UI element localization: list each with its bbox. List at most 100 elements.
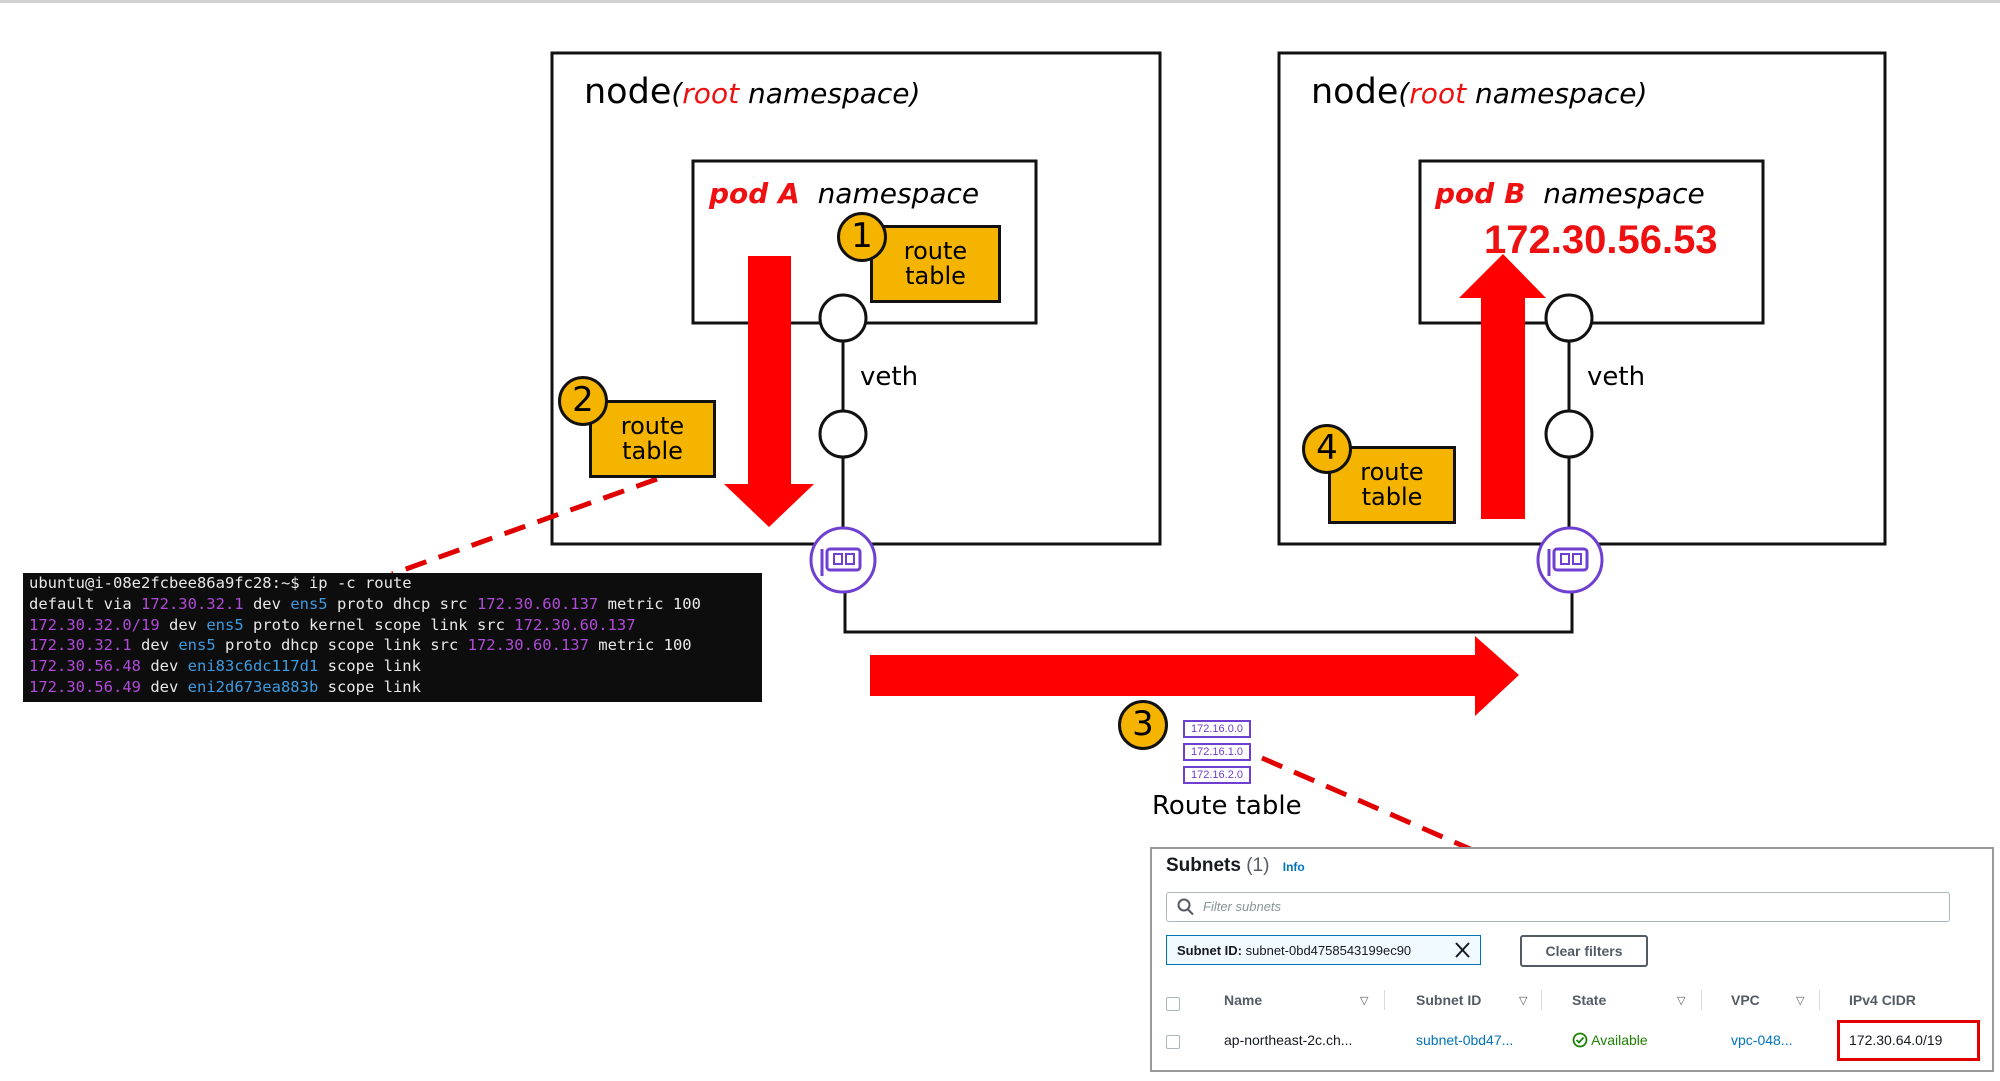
row-ipv4-cidr: 172.30.64.0/19: [1849, 1032, 1943, 1048]
step-1-badge: 1: [837, 212, 887, 262]
terminal-line: 172.30.32.1 dev ens5 proto dhcp scope li…: [29, 635, 762, 656]
col-divider: [1384, 990, 1385, 1010]
pod-b-name: pod B: [1435, 177, 1526, 210]
row-state: Available: [1572, 1032, 1648, 1048]
left-node-title: node(root namespace): [584, 72, 920, 112]
left-node-ns-open: (: [671, 77, 683, 110]
pod-a-title: pod A namespace: [709, 177, 979, 210]
terminal-segment: dev: [140, 657, 188, 676]
left-veth-bottom-circle: [818, 409, 868, 459]
step-2-badge: 2: [558, 376, 608, 426]
left-veth-label: veth: [860, 362, 919, 392]
check-circle-icon: [1572, 1032, 1588, 1048]
terminal-segment: dev: [140, 677, 188, 696]
step-1-line1: route: [903, 237, 968, 265]
select-all-checkbox[interactable]: [1166, 997, 1180, 1011]
terminal-segment: ubuntu@i-08e2fcbee86a9fc28:~$ ip -c rout…: [29, 574, 412, 592]
row-state-text: Available: [1591, 1032, 1648, 1048]
left-node-ns-root: root: [682, 77, 740, 110]
sort-vpc-icon[interactable]: ▽: [1796, 995, 1805, 1007]
row-name: ap-northeast-2c.ch...: [1224, 1032, 1353, 1048]
terminal-segment: 172.30.32.1: [29, 636, 132, 655]
terminal-line: 172.30.32.0/19 dev ens5 proto kernel sco…: [29, 615, 762, 636]
sort-name-icon[interactable]: ▽: [1360, 995, 1369, 1007]
left-node-label: node: [584, 72, 672, 112]
terminal-segment: scope link: [318, 657, 421, 676]
terminal-line: 172.30.56.48 dev eni83c6dc117d1 scope li…: [29, 656, 762, 677]
col-divider: [1701, 990, 1702, 1010]
pod-a-name: pod A: [709, 177, 800, 210]
terminal-segment: metric 100: [588, 636, 692, 655]
pod-a-namespace: namespace: [817, 177, 980, 210]
terminal-segment: 172.30.32.0/19: [29, 615, 160, 634]
left-node-ns-rest: namespace): [739, 77, 921, 110]
route-entry-3: 172.16.2.0: [1183, 766, 1251, 784]
terminal-segment: 172.30.56.48: [29, 657, 141, 676]
terminal-segment: ens5: [290, 594, 328, 613]
col-divider: [1819, 990, 1820, 1010]
terminal-segment: default via: [29, 594, 141, 613]
step-1-line2: table: [905, 262, 966, 290]
sort-state-icon[interactable]: ▽: [1677, 995, 1686, 1007]
terminal-segment: proto dhcp scope link src: [215, 636, 468, 655]
terminal-output: ubuntu@i-08e2fcbee86a9fc28:~$ ip -c rout…: [23, 573, 762, 702]
terminal-segment: eni2d673ea883b: [187, 677, 319, 696]
terminal-segment: dev: [159, 615, 207, 634]
terminal-segment: scope link: [318, 677, 421, 696]
row-subnet-id-link[interactable]: subnet-0bd47...: [1416, 1032, 1514, 1048]
terminal-line: ubuntu@i-08e2fcbee86a9fc28:~$ ip -c rout…: [29, 573, 762, 594]
row-checkbox[interactable]: [1166, 1035, 1180, 1049]
node-link-wire: [843, 590, 1574, 634]
right-arrow: [870, 636, 1519, 716]
clear-filters-button[interactable]: Clear filters: [1520, 935, 1648, 967]
route-entry-2: 172.16.1.0: [1183, 743, 1251, 761]
step-4-badge: 4: [1302, 424, 1352, 474]
step-2-line2: table: [622, 437, 683, 465]
terminal-segment: 172.30.60.137: [467, 636, 589, 655]
step-3-badge: 3: [1118, 700, 1168, 750]
terminal-segment: proto dhcp src: [327, 594, 477, 613]
step-4-line2: table: [1361, 483, 1423, 511]
col-name[interactable]: Name: [1224, 992, 1263, 1008]
step-4-line1: route: [1360, 458, 1424, 486]
pod-b-namespace: namespace: [1543, 177, 1705, 210]
terminal-segment: 172.30.32.1: [140, 594, 244, 613]
row-vpc-link[interactable]: vpc-048...: [1731, 1032, 1793, 1048]
terminal-segment: metric 100: [598, 594, 701, 613]
col-ipv4-cidr[interactable]: IPv4 CIDR: [1849, 992, 1916, 1008]
right-veth-bottom-circle: [1544, 409, 1594, 459]
col-subnet-id[interactable]: Subnet ID: [1416, 992, 1482, 1008]
subnets-title: Subnets: [1166, 855, 1241, 876]
terminal-line: 172.30.56.49 dev eni2d673ea883b scope li…: [29, 677, 762, 698]
right-eni-icon: [1536, 526, 1604, 594]
filter-placeholder: Filter subnets: [1203, 899, 1282, 914]
top-border: [0, 0, 2000, 3]
token-value: subnet-0bd4758543199ec90: [1245, 943, 1412, 958]
cidr-highlight-box: [1837, 1020, 1980, 1061]
terminal-segment: 172.30.60.137: [514, 615, 636, 634]
subnets-heading: Subnets (1) Info: [1166, 855, 1305, 877]
terminal-segment: dev: [243, 594, 291, 613]
terminal-segment: ens5: [178, 636, 216, 655]
sort-subnet-id-icon[interactable]: ▽: [1519, 995, 1528, 1007]
right-node-ns-open: (: [1398, 77, 1410, 110]
info-link[interactable]: Info: [1282, 860, 1305, 874]
route-table-label: Route table: [1152, 791, 1302, 821]
col-divider: [1541, 990, 1542, 1010]
close-icon[interactable]: [1452, 938, 1474, 962]
col-vpc[interactable]: VPC: [1731, 992, 1760, 1008]
terminal-segment: dev: [131, 636, 179, 655]
terminal-segment: ens5: [206, 615, 244, 634]
right-node-ns-rest: namespace): [1466, 77, 1648, 110]
pod-b-ip: 172.30.56.53: [1484, 218, 1718, 262]
left-veth-top-circle: [818, 293, 868, 343]
search-icon: [1177, 898, 1194, 916]
terminal-segment: 172.30.60.137: [476, 594, 599, 613]
subnet-id-filter-token[interactable]: Subnet ID: subnet-0bd4758543199ec90: [1166, 935, 1481, 965]
route-entry-1: 172.16.0.0: [1183, 720, 1251, 738]
col-state[interactable]: State: [1572, 992, 1607, 1008]
terminal-segment: proto kernel scope link src: [243, 615, 515, 634]
filter-subnets-input[interactable]: Filter subnets: [1166, 892, 1950, 922]
